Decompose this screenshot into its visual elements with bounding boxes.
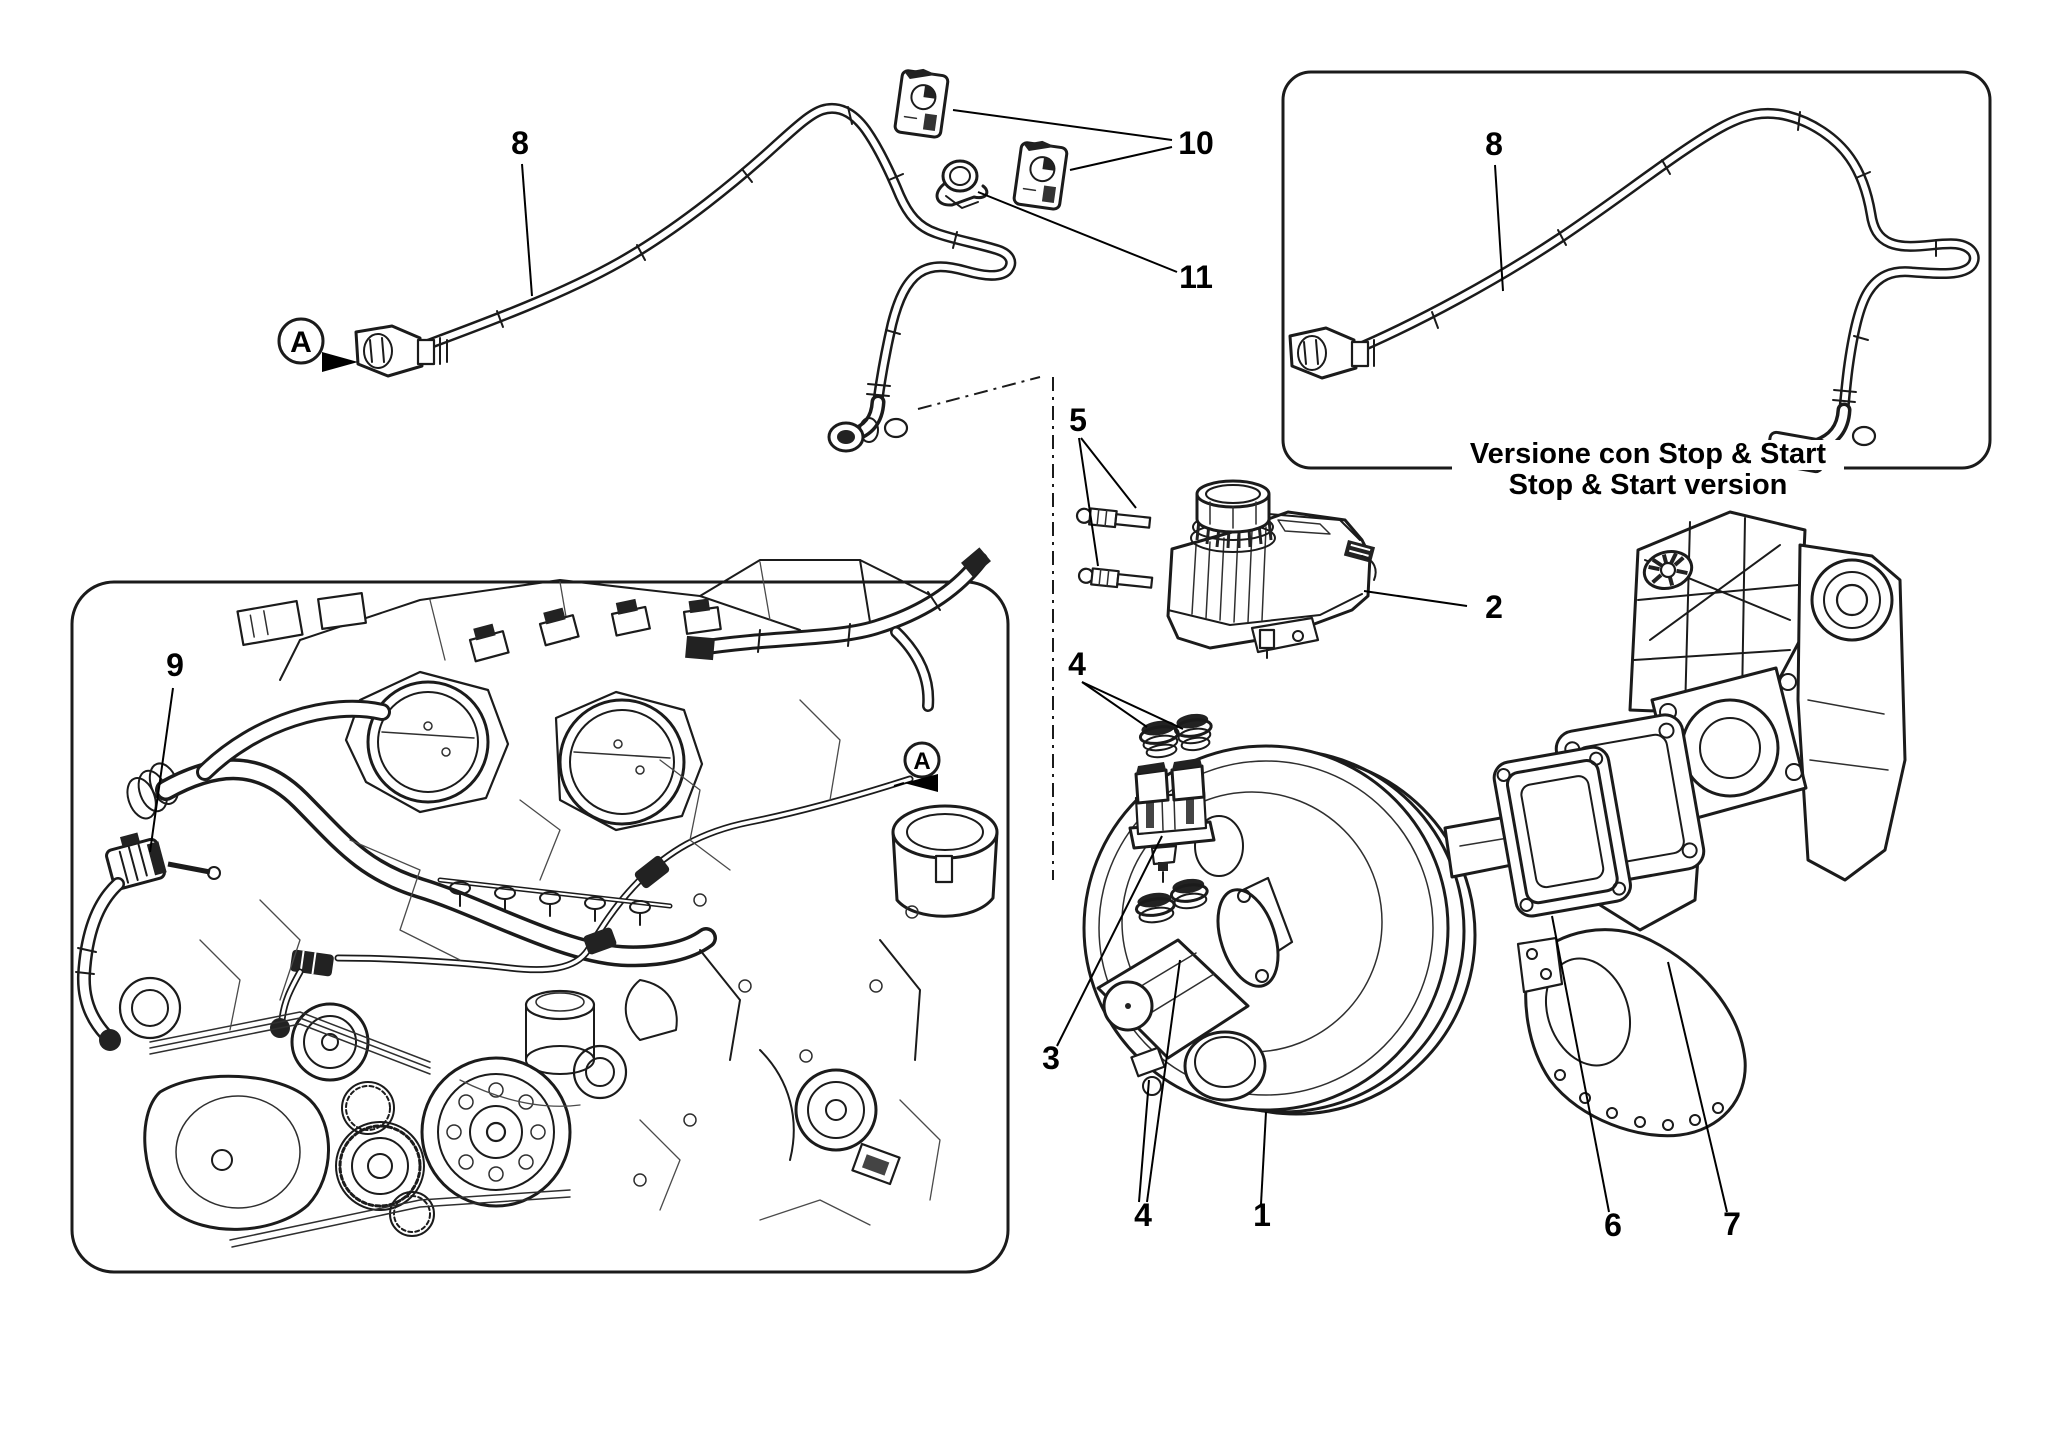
callout-11-label: 11 — [1179, 259, 1213, 295]
brake-servo: 1 3 4 4 — [1042, 646, 1549, 1233]
variant-caption: Versione con Stop & Start Stop & Start v… — [1452, 438, 1844, 501]
view-marker-a-left: A — [277, 317, 358, 372]
vacuum-pump-assembly: 6 7 — [1492, 510, 1907, 1243]
vacuum-pipe-left: A 8 — [277, 102, 1017, 453]
canister — [891, 804, 999, 918]
callout-8-right: 8 — [1485, 126, 1504, 292]
cam-gears — [335, 1081, 435, 1237]
servo-hose-connector-3 — [1128, 758, 1216, 883]
pipe-elbow-connector-left — [827, 383, 909, 453]
pump-bushing — [1642, 550, 1694, 590]
intake-hose — [126, 699, 717, 968]
callout-9-label: 9 — [166, 647, 184, 683]
callout-4-upper-label: 4 — [1068, 646, 1086, 682]
callout-8-left-label: 8 — [511, 125, 529, 161]
reservoir-bracket — [1250, 616, 1320, 659]
view-a-letter-engine: A — [913, 748, 930, 775]
stop-start-inset-box — [1281, 70, 1992, 470]
top-right-hoses — [685, 547, 991, 712]
callout-3: 3 — [1042, 835, 1163, 1076]
front-cover — [143, 1074, 330, 1231]
oil-filter — [524, 989, 596, 1075]
callout-5-label: 5 — [1069, 402, 1087, 438]
servo-lower-port — [1183, 1030, 1267, 1102]
pipe-union-fitting-left — [354, 324, 448, 378]
vacuum-pipe-stop-start: 8 — [1288, 107, 1980, 474]
callout-2-label: 2 — [1485, 589, 1503, 625]
callout-10-label: 10 — [1178, 125, 1214, 161]
pump-lower-flange — [1516, 928, 1747, 1138]
coil-connectors — [468, 598, 722, 663]
callout-6: 6 — [1551, 915, 1622, 1243]
callout-3-label: 3 — [1042, 1040, 1060, 1076]
view-a-letter-left: A — [290, 326, 312, 359]
injector-rail — [437, 877, 673, 926]
callout-7: 7 — [1667, 961, 1741, 1242]
callout-4-lower-label: 4 — [1134, 1197, 1152, 1233]
callout-6-label: 6 — [1604, 1207, 1622, 1243]
callout-9: 9 — [149, 647, 184, 853]
master-cylinder — [1096, 876, 1294, 1096]
pipe-clamp-11 — [935, 159, 989, 209]
grommet-upper-right — [1173, 713, 1213, 752]
callout-5: 5 — [1069, 402, 1137, 567]
callout-4-upper: 4 — [1068, 646, 1184, 730]
pump-gasket-ring — [1492, 745, 1632, 918]
mounting-pin-lower — [1077, 567, 1154, 589]
callout-8-right-label: 8 — [1485, 126, 1503, 162]
engine-illustration: A 9 — [75, 547, 999, 1248]
throttle-body-right — [554, 690, 704, 832]
pipe-union-fitting-right — [1288, 326, 1375, 380]
engine-detail-lines — [199, 699, 941, 1226]
callout-10: 10 — [952, 109, 1214, 171]
callout-11: 11 — [977, 191, 1213, 295]
belt-runs — [149, 1011, 571, 1248]
variant-caption-line2: Stop & Start version — [1509, 469, 1788, 501]
engine-vacuum-pipe — [270, 775, 914, 1038]
callout-8-left: 8 — [511, 125, 533, 297]
pipe-clip-10a — [893, 68, 950, 139]
grommet-mc-right — [1169, 878, 1209, 910]
reservoir-cap — [1195, 479, 1271, 534]
reference-dash-line — [917, 376, 1054, 880]
callout-1: 1 — [1253, 1111, 1271, 1233]
callout-7-label: 7 — [1723, 1206, 1741, 1242]
callout-4-lower: 4 — [1134, 959, 1181, 1233]
view-marker-a-engine: A — [893, 741, 941, 792]
callout-2: 2 — [1363, 589, 1503, 625]
pipe-clip-10b — [1012, 140, 1069, 211]
variant-caption-line1: Versione con Stop & Start — [1470, 438, 1826, 470]
mounting-pin-upper — [1075, 507, 1152, 529]
throttle-body-left — [344, 670, 510, 814]
callout-1-label: 1 — [1253, 1197, 1271, 1233]
crank-pulley — [420, 1056, 572, 1208]
brake-fluid-reservoir: 2 — [1166, 479, 1503, 659]
accessory-drive — [624, 893, 921, 1187]
